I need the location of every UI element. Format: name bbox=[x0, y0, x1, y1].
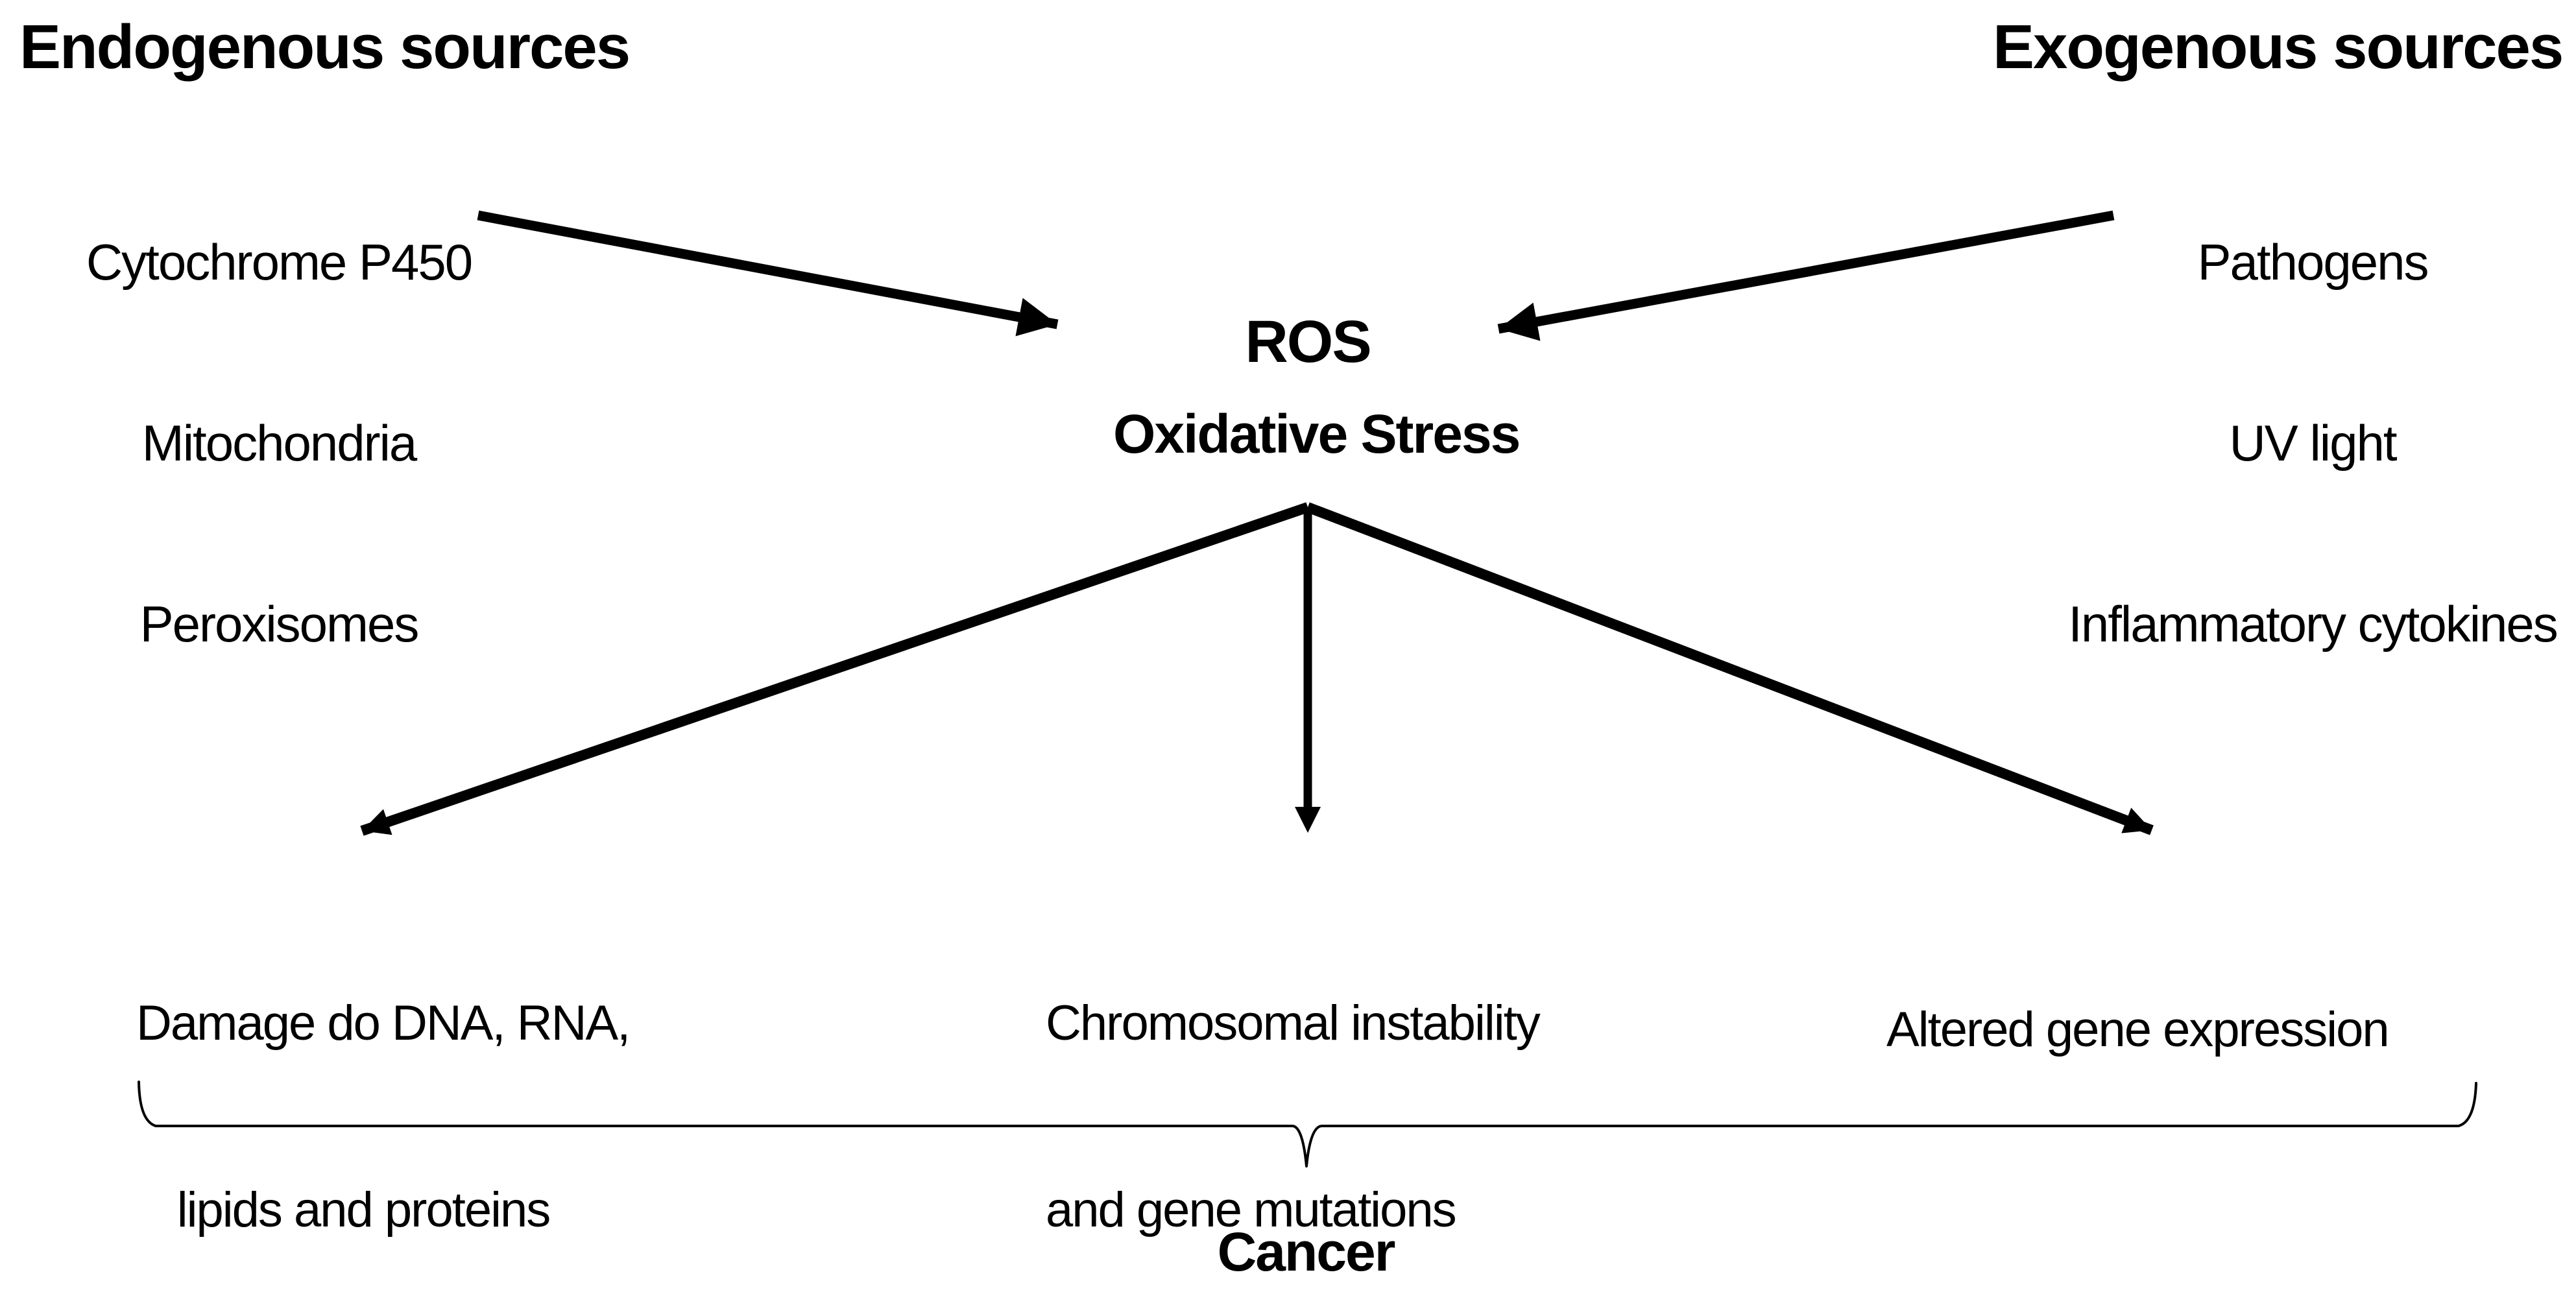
arrow-ros-to-altered bbox=[1306, 502, 2154, 835]
outcome-altered-line-1: Altered gene expression bbox=[1886, 1002, 2390, 1057]
arrow-endogenous-to-ros bbox=[477, 210, 1059, 337]
central-node-line-oxidative-stress: Oxidative Stress bbox=[1113, 403, 1521, 464]
endogenous-item-mitochondria: Mitochondria bbox=[141, 414, 418, 472]
result-cancer-label: Cancer bbox=[1217, 1221, 1396, 1282]
outcome-altered-gene-expression: Altered gene expression bbox=[1886, 874, 2470, 1186]
endogenous-item-cytochrome: Cytochrome P450 bbox=[86, 233, 473, 291]
exogenous-sources-list: Pathogens UV light Inflammatory cytokine… bbox=[2040, 112, 2576, 775]
exogenous-item-inflammatory-cytokines: Inflammatory cytokines bbox=[2068, 595, 2558, 652]
exogenous-item-pathogens: Pathogens bbox=[2197, 233, 2429, 291]
central-node-line-ros: ROS bbox=[1245, 309, 1371, 375]
central-node-ros-oxidative-stress: ROS Oxidative Stress bbox=[1113, 284, 1521, 492]
arrow-ros-to-chromosomal-head bbox=[1295, 807, 1321, 833]
endogenous-sources-list: Cytochrome P450 Mitochondria Peroxisomes bbox=[52, 112, 506, 775]
endogenous-sources-title: Endogenous sources bbox=[19, 12, 631, 82]
exogenous-sources-title: Exogenous sources bbox=[1993, 12, 2564, 82]
outcome-damage-line-1: Damage do DNA, RNA, bbox=[136, 996, 631, 1051]
exogenous-item-uv-light: UV light bbox=[2229, 414, 2397, 472]
outcome-chromosomal-line-2: and gene mutations bbox=[1046, 1182, 1457, 1238]
endogenous-item-peroxisomes: Peroxisomes bbox=[139, 595, 420, 652]
outcome-chromosomal-line-1: Chromosomal instability bbox=[1046, 996, 1541, 1051]
outcome-damage-line-2: lipids and proteins bbox=[176, 1182, 551, 1238]
outcome-chromosomal-instability: Chromosomal instability and gene mutatio… bbox=[1046, 868, 1630, 1292]
arrow-exogenous-to-ros bbox=[1497, 210, 2115, 341]
arrow-ros-to-damage bbox=[360, 502, 1310, 836]
cancer-brace bbox=[138, 1081, 2477, 1167]
outcome-damage-dna-rna: Damage do DNA, RNA, lipids and proteins bbox=[136, 868, 631, 1292]
